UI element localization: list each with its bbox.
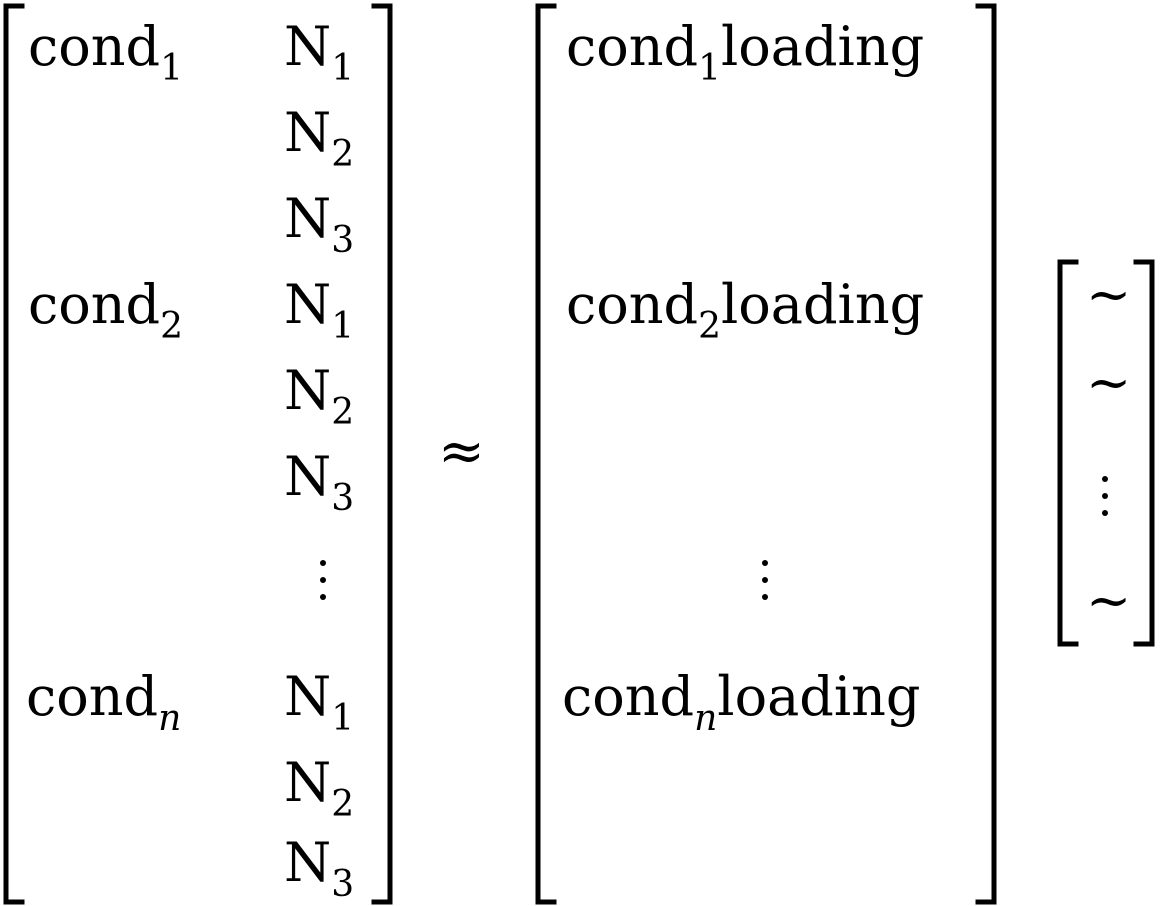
n-text: N <box>284 751 332 814</box>
right-vector-entry: ~ <box>1086 351 1132 414</box>
n-subscript: 2 <box>331 134 355 175</box>
cond-text: cond <box>562 665 695 728</box>
n-subscript: 3 <box>331 220 355 261</box>
loading-text: loading <box>721 273 925 336</box>
n-subscript: 2 <box>331 784 355 825</box>
n-text: N <box>284 15 332 78</box>
cond-text: cond <box>566 15 699 78</box>
cond-text: cond <box>566 273 699 336</box>
middle-entry-n: condnloading <box>562 670 920 737</box>
left-cond-n: condn <box>26 670 181 737</box>
right-vector-entry: ~ <box>1086 569 1132 632</box>
left-cond-1: cond1 <box>28 20 183 87</box>
cond-text: cond <box>28 15 161 78</box>
right-vdots <box>1100 476 1110 527</box>
right-vector-right-bracket <box>1133 259 1155 647</box>
left-n-entry: N2 <box>284 106 354 173</box>
n-text: N <box>284 101 332 164</box>
middle-entry-2: cond2loading <box>566 278 924 345</box>
n-subscript: 1 <box>331 48 355 89</box>
approx-symbol: ≈ <box>438 419 485 484</box>
left-vdots <box>318 560 328 611</box>
n-subscript: 1 <box>331 698 355 739</box>
left-n-entry: N3 <box>284 192 354 259</box>
left-n-entry: N3 <box>284 836 354 903</box>
loading-text: loading <box>721 15 925 78</box>
n-text: N <box>284 831 332 894</box>
n-subscript: 3 <box>331 478 355 519</box>
cond-text: cond <box>28 273 161 336</box>
cond-subscript: 2 <box>698 306 722 347</box>
cond-subscript: 1 <box>160 48 184 89</box>
right-vector-left-bracket <box>1057 259 1079 647</box>
middle-matrix-right-bracket <box>975 3 997 905</box>
left-n-entry: N3 <box>284 450 354 517</box>
cond-subscript: n <box>694 698 718 739</box>
loading-text: loading <box>717 665 921 728</box>
n-text: N <box>284 445 332 508</box>
cond-subscript: 1 <box>698 48 722 89</box>
middle-entry-1: cond1loading <box>566 20 924 87</box>
left-cond-2: cond2 <box>28 278 183 345</box>
n-text: N <box>284 187 332 250</box>
left-n-entry: N1 <box>284 670 354 737</box>
n-text: N <box>284 665 332 728</box>
cond-subscript: n <box>158 698 182 739</box>
n-text: N <box>284 273 332 336</box>
n-subscript: 1 <box>331 306 355 347</box>
left-matrix-right-bracket <box>371 3 393 905</box>
left-n-entry: N1 <box>284 20 354 87</box>
cond-text: cond <box>26 665 159 728</box>
n-subscript: 2 <box>331 392 355 433</box>
cond-subscript: 2 <box>160 306 184 347</box>
n-text: N <box>284 359 332 422</box>
right-vector-entry: ~ <box>1086 263 1132 326</box>
left-matrix-left-bracket <box>3 3 25 905</box>
n-subscript: 3 <box>331 864 355 905</box>
left-n-entry: N2 <box>284 364 354 431</box>
left-n-entry: N1 <box>284 278 354 345</box>
middle-vdots <box>760 560 770 611</box>
middle-matrix-left-bracket <box>535 3 557 905</box>
left-n-entry: N2 <box>284 756 354 823</box>
